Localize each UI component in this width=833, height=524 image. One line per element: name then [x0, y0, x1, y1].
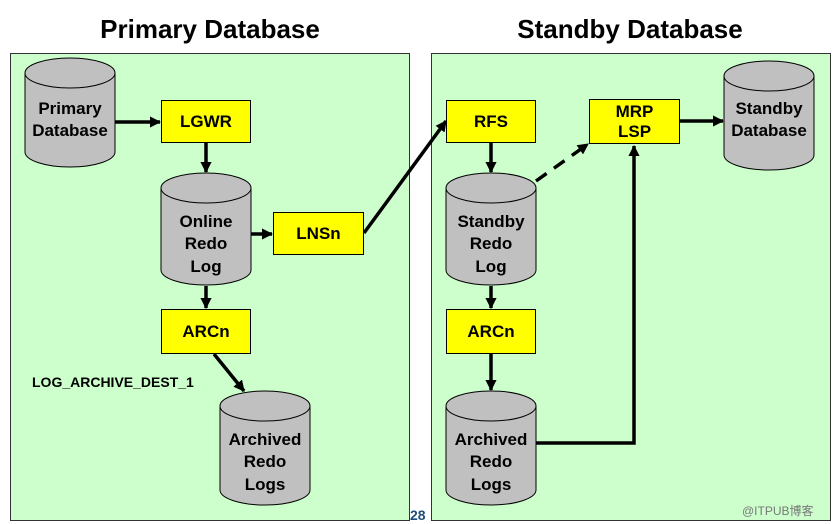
standby-redo-label-1: Standby	[457, 212, 525, 231]
standby-db-cylinder: Standby Database	[723, 60, 815, 171]
standby-archived-label-3: Logs	[471, 475, 512, 494]
standby-archived-logs-cylinder: Archived Redo Logs	[445, 390, 537, 506]
standby-archived-label-2: Redo	[470, 452, 513, 471]
online-redo-label-1: Online	[180, 212, 233, 231]
standby-arcn-box: ARCn	[446, 309, 536, 354]
arrow-lnsn-to-rfs	[362, 119, 448, 235]
standby-title: Standby Database	[517, 14, 743, 44]
primary-db-label-2: Database	[32, 121, 108, 140]
primary-title: Primary Database	[100, 14, 320, 44]
standby-db-label-2: Database	[731, 121, 807, 140]
primary-archived-label-3: Logs	[245, 475, 286, 494]
standby-redo-label-3: Log	[475, 257, 506, 276]
online-redo-label-2: Redo	[185, 234, 228, 253]
primary-archived-label-2: Redo	[244, 452, 287, 471]
rfs-box: RFS	[446, 100, 536, 143]
mrp-lsp-box: MRP LSP	[589, 99, 680, 144]
page-number: 28	[410, 507, 426, 523]
primary-db-label-1: Primary	[38, 99, 102, 118]
arrow-archived-to-mrp	[536, 144, 640, 445]
arrow-arcn-to-archived	[212, 352, 246, 393]
standby-redo-log-cylinder: Standby Redo Log	[445, 172, 537, 286]
primary-archived-label-1: Archived	[229, 430, 302, 449]
log-archive-dest-label: LOG_ARCHIVE_DEST_1	[32, 374, 194, 390]
online-redo-log-cylinder: Online Redo Log	[160, 172, 252, 286]
watermark: @ITPUB博客	[742, 504, 814, 518]
lnsn-box: LNSn	[273, 212, 364, 255]
standby-db-label-1: Standby	[735, 99, 803, 118]
arrow-standby-redo-to-mrp-dashed	[534, 142, 590, 183]
online-redo-label-3: Log	[190, 257, 221, 276]
lgwr-box: LGWR	[161, 100, 251, 143]
standby-archived-label-1: Archived	[455, 430, 528, 449]
standby-redo-label-2: Redo	[470, 234, 513, 253]
primary-arcn-box: ARCn	[161, 309, 251, 354]
primary-db-cylinder: Primary Database	[24, 57, 116, 168]
primary-archived-logs-cylinder: Archived Redo Logs	[219, 390, 311, 506]
